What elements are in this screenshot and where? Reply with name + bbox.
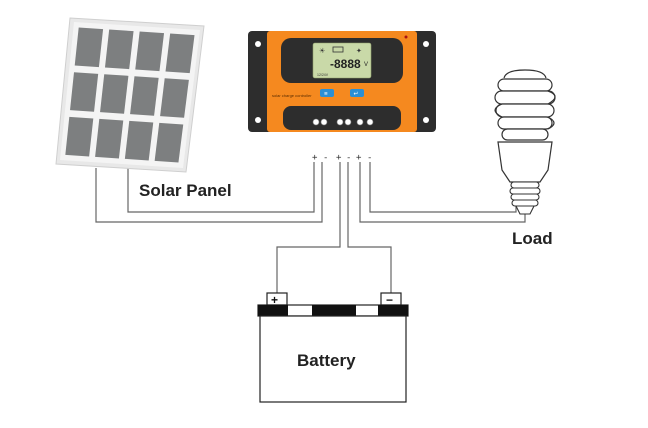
wire-load-inner	[369, 162, 517, 213]
terminal-sign: -	[367, 153, 372, 163]
mount-hole-bl	[255, 117, 261, 123]
wire-panel-outer	[95, 162, 323, 223]
bulb-collar	[497, 141, 553, 183]
mount-hole-tl	[255, 41, 261, 47]
terminal-screw	[344, 118, 352, 126]
bulb-spiral	[494, 69, 556, 141]
terminal-sign: +	[336, 153, 342, 163]
sun-icon: ☀	[319, 47, 325, 55]
wire-battery-negative	[347, 162, 392, 293]
battery-body	[259, 315, 407, 403]
terminal-sign: -	[346, 153, 351, 163]
battery-lid-band-2	[312, 305, 356, 316]
terminal-sign: +	[356, 153, 362, 163]
terminal-polarity-signs: +-+-+-	[312, 153, 372, 163]
mount-hole-br	[423, 117, 429, 123]
solar-cell	[154, 122, 184, 163]
lcd-bulb-icon: ✦	[356, 47, 362, 55]
controller-menu-button[interactable]	[320, 89, 334, 97]
controller-brand-text: solar charge controller	[272, 93, 312, 98]
solar-cell	[104, 29, 134, 70]
mount-hole-tr	[423, 41, 429, 47]
solar-cell	[130, 76, 159, 116]
solar-panel-label: Solar Panel	[139, 181, 232, 200]
solar-cell	[165, 33, 195, 74]
solar-cell	[74, 27, 104, 68]
menu-icon: ≡	[324, 92, 328, 98]
terminal-screw	[320, 118, 328, 126]
wire-load-outer	[359, 162, 526, 223]
solar-cell	[135, 31, 165, 72]
terminal-sign: +	[312, 153, 318, 163]
load-label: Load	[512, 229, 553, 248]
indicator-led	[404, 35, 408, 39]
terminal-screw	[356, 118, 364, 126]
terminal-screw	[336, 118, 344, 126]
solar-cell	[124, 120, 154, 161]
terminal-screw	[366, 118, 374, 126]
solar-panel-cells	[65, 27, 195, 163]
battery-label: Battery	[297, 351, 356, 370]
lcd-battery-icon	[332, 46, 344, 53]
wires	[95, 162, 526, 293]
controller-terminal-block	[283, 106, 401, 130]
charge-controller-icon: ☀ ✦ -8888 V 12/24V solar charge controll…	[248, 31, 436, 132]
lcd-screen	[312, 42, 372, 79]
wire-battery-positive	[276, 162, 341, 293]
battery-negative-sign: −	[386, 293, 393, 307]
terminal-sign: -	[323, 153, 328, 163]
controller-return-button[interactable]	[350, 89, 364, 97]
solar-cell	[70, 72, 99, 112]
battery-positive-sign: +	[271, 293, 278, 307]
battery-icon: + −	[257, 292, 409, 403]
cfl-bulb-icon	[494, 69, 556, 215]
bulb-screw-base	[509, 181, 541, 215]
battery-lid-band-1	[258, 305, 288, 316]
solar-cell	[65, 116, 94, 157]
battery-lid-band-3	[378, 305, 408, 316]
lcd-small-left: 12/24V	[317, 73, 329, 77]
return-icon: ↵	[354, 92, 359, 98]
lcd-digits: -8888	[330, 57, 361, 71]
lcd-unit: V	[364, 62, 368, 68]
wire-panel-inner	[127, 162, 315, 213]
terminal-screws	[312, 118, 374, 126]
solar-panel-icon	[55, 17, 205, 173]
terminal-screw	[312, 118, 320, 126]
solar-cell	[95, 118, 124, 159]
solar-cell	[160, 78, 189, 118]
solar-cell	[100, 74, 129, 114]
